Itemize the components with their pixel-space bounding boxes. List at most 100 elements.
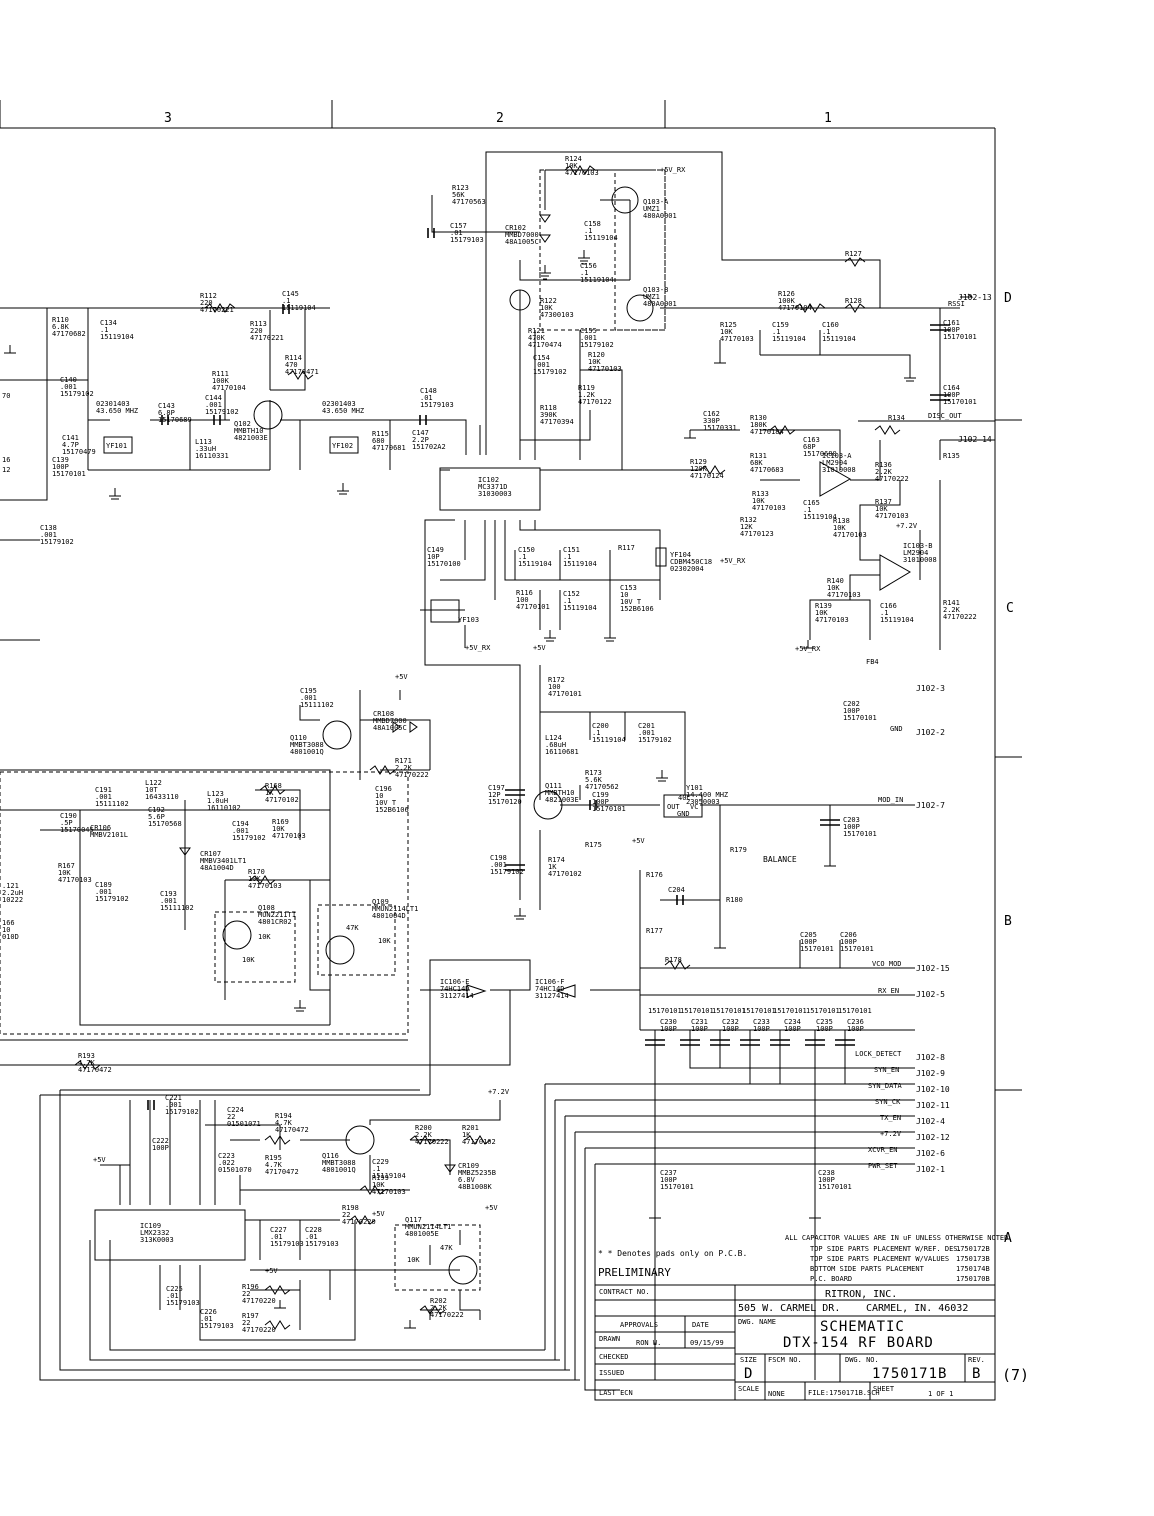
- component-label-line: C160: [822, 321, 839, 329]
- component-label-line: .1: [880, 609, 888, 617]
- power-label-5v-rx: +5V_RX: [465, 644, 491, 652]
- component-label-line: 47170221: [250, 334, 284, 342]
- component-label-line: C147: [412, 429, 429, 437]
- component-label-line: C223: [218, 1152, 235, 1160]
- component-label-line: 15179102: [580, 341, 614, 349]
- component-label-line: 10K: [272, 825, 285, 833]
- ic106f-body: [555, 984, 576, 998]
- component-label-line: .01: [420, 394, 433, 402]
- component-label-line: 15170100: [427, 560, 461, 568]
- component-label-line: 15170101: [840, 945, 874, 953]
- component-label-line: C235: [816, 1018, 833, 1026]
- component-label-line: C143: [158, 402, 175, 410]
- notes-block: ALL CAPACITOR VALUES ARE IN uF UNLESS OT…: [598, 1234, 1013, 1283]
- component-label-line: R178: [665, 956, 682, 964]
- component-label-line: R125: [720, 321, 737, 329]
- component-label-line: 02301403: [96, 400, 130, 408]
- component-label-line: R126: [778, 290, 795, 298]
- power-label-5v: +5V: [93, 1156, 106, 1164]
- component-label-line: 15179103: [166, 1299, 200, 1307]
- component-label-line: 2.2K: [875, 468, 893, 476]
- component-label-line: 47170103: [272, 832, 306, 840]
- component-label-line: 4.7K: [78, 1059, 96, 1067]
- component-label-line: 47170103: [248, 882, 282, 890]
- component-label-line: UMZ1: [643, 293, 660, 301]
- component-label-line: C226: [200, 1308, 217, 1316]
- component-label-line: 100P: [722, 1025, 739, 1033]
- component-label-line: 15170101: [660, 1183, 694, 1191]
- cap-partnumber: 15170101: [773, 1007, 807, 1015]
- component-label-line: 6.8V: [458, 1176, 476, 1184]
- component-label-line: C199: [592, 791, 609, 799]
- component-label-line: .01: [200, 1315, 213, 1323]
- component-label-line: 15119104: [563, 604, 597, 612]
- component-label-line: .001: [95, 793, 112, 801]
- component-label-line: 4.7K: [265, 1161, 283, 1169]
- component-label-line: 2.2P: [412, 436, 429, 444]
- connector-j102-8: J102-8: [916, 1053, 945, 1062]
- cap-partnumber: 15170101: [806, 1007, 840, 1015]
- component-label-line: .01: [166, 1292, 179, 1300]
- component-label-line: 2.2K: [943, 606, 961, 614]
- component-label-line: 10K: [752, 497, 765, 505]
- component-label-line: YF103: [458, 616, 479, 624]
- component-label-line: R134: [888, 414, 905, 422]
- component-label-line: 15111102: [160, 904, 194, 912]
- note-ref-2: TOP SIDE PARTS PLACEMENT W/VALUES: [810, 1255, 949, 1263]
- component-label-line: C196: [375, 785, 392, 793]
- component-label-line: R172: [548, 676, 565, 684]
- connector-j102-4: J102-4: [916, 1117, 945, 1126]
- component-label-line: 15119104: [518, 560, 552, 568]
- component-label-line: 47170104: [212, 384, 246, 392]
- component-label-line: 31030003: [478, 490, 512, 498]
- component-label-line: .1: [372, 1165, 380, 1173]
- power-label-5v: +5V: [533, 644, 546, 652]
- component-label-line: 31010008: [822, 466, 856, 474]
- tb-company: RITRON, INC.: [825, 1289, 897, 1300]
- component-label-line: 480A0001: [643, 212, 677, 220]
- component-label-line: 16110681: [545, 748, 579, 756]
- component-label-line: 15179102: [40, 538, 74, 546]
- tb-schematic: SCHEMATIC: [820, 1319, 905, 1335]
- component-label-line: 15170101: [843, 714, 877, 722]
- component-label-line: .001: [638, 729, 655, 737]
- component-label-line: 47170474: [528, 341, 562, 349]
- component-label-line: 47170102: [548, 870, 582, 878]
- component-label-r179: R179: [730, 846, 747, 854]
- component-label-line: Q110: [290, 734, 307, 742]
- component-label-line: YF102: [332, 442, 353, 450]
- component-label-line: 47170221: [200, 306, 234, 314]
- zone-label-3: 3: [164, 111, 172, 126]
- connector-j102-15: J102-15: [916, 964, 950, 973]
- component-label-line: 10K: [565, 162, 578, 170]
- component-label-line: .022: [218, 1159, 235, 1167]
- ic106e-body: [466, 984, 487, 998]
- component-label-line: 100P: [818, 1176, 835, 1184]
- component-label-line: C166: [880, 602, 897, 610]
- component-label-line: 47170101: [548, 690, 582, 698]
- component-label-line: C157: [450, 222, 467, 230]
- net-label-lock-detect: LOCK_DETECT: [855, 1050, 902, 1058]
- component-label-line: 02301403: [322, 400, 356, 408]
- component-label-line: 56K: [452, 191, 465, 199]
- component-label-line: 47170102: [462, 1138, 496, 1146]
